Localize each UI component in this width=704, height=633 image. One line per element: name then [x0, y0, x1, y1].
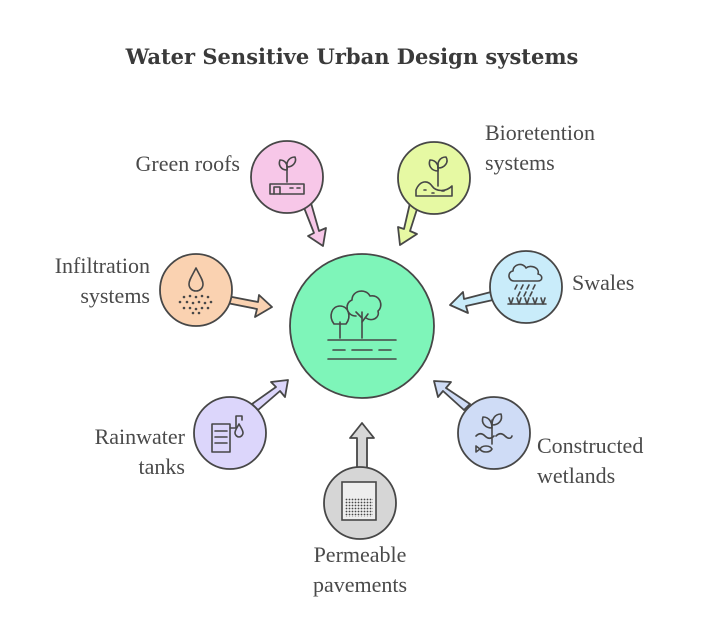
permeable-layer-icon	[341, 481, 377, 521]
node-green-roofs	[250, 140, 324, 214]
node-permeable-pavements	[323, 466, 397, 540]
node-rainwater-tanks	[193, 396, 267, 470]
label-rainwater-tanks: Rainwater tanks	[94, 424, 185, 479]
node-swales	[489, 250, 563, 324]
diagram-title: Water Sensitive Urban Design systems	[125, 44, 579, 69]
droplet-dots-icon	[178, 267, 213, 315]
tank-droplet-icon	[211, 415, 244, 453]
sprout-building-icon	[269, 156, 305, 195]
label-constructed-wetlands: Constructed wetlands	[537, 433, 644, 488]
node-infiltration	[159, 253, 233, 327]
label-swales: Swales	[572, 270, 635, 295]
node-bioretention	[397, 141, 471, 215]
trees-landscape-icon	[327, 290, 397, 360]
label-infiltration: Infiltration systems	[54, 253, 150, 308]
plant-fish-icon	[475, 413, 513, 453]
arrow-infiltration	[226, 294, 273, 318]
node-constructed-wetlands	[457, 396, 531, 470]
plant-soil-icon	[415, 156, 453, 197]
arrow-permeable-pavements	[349, 422, 375, 473]
rain-cloud-grass-icon	[507, 263, 547, 305]
arrow-rainwater-tanks	[251, 379, 289, 411]
label-bioretention: Bioretention systems	[485, 120, 595, 175]
label-green-roofs: Green roofs	[135, 151, 240, 176]
arrows	[226, 195, 494, 473]
label-permeable-pavements: Permeable pavements	[312, 542, 408, 597]
arrow-constructed-wetlands	[433, 380, 471, 411]
arrow-swales	[449, 291, 494, 314]
center-node	[289, 253, 435, 399]
